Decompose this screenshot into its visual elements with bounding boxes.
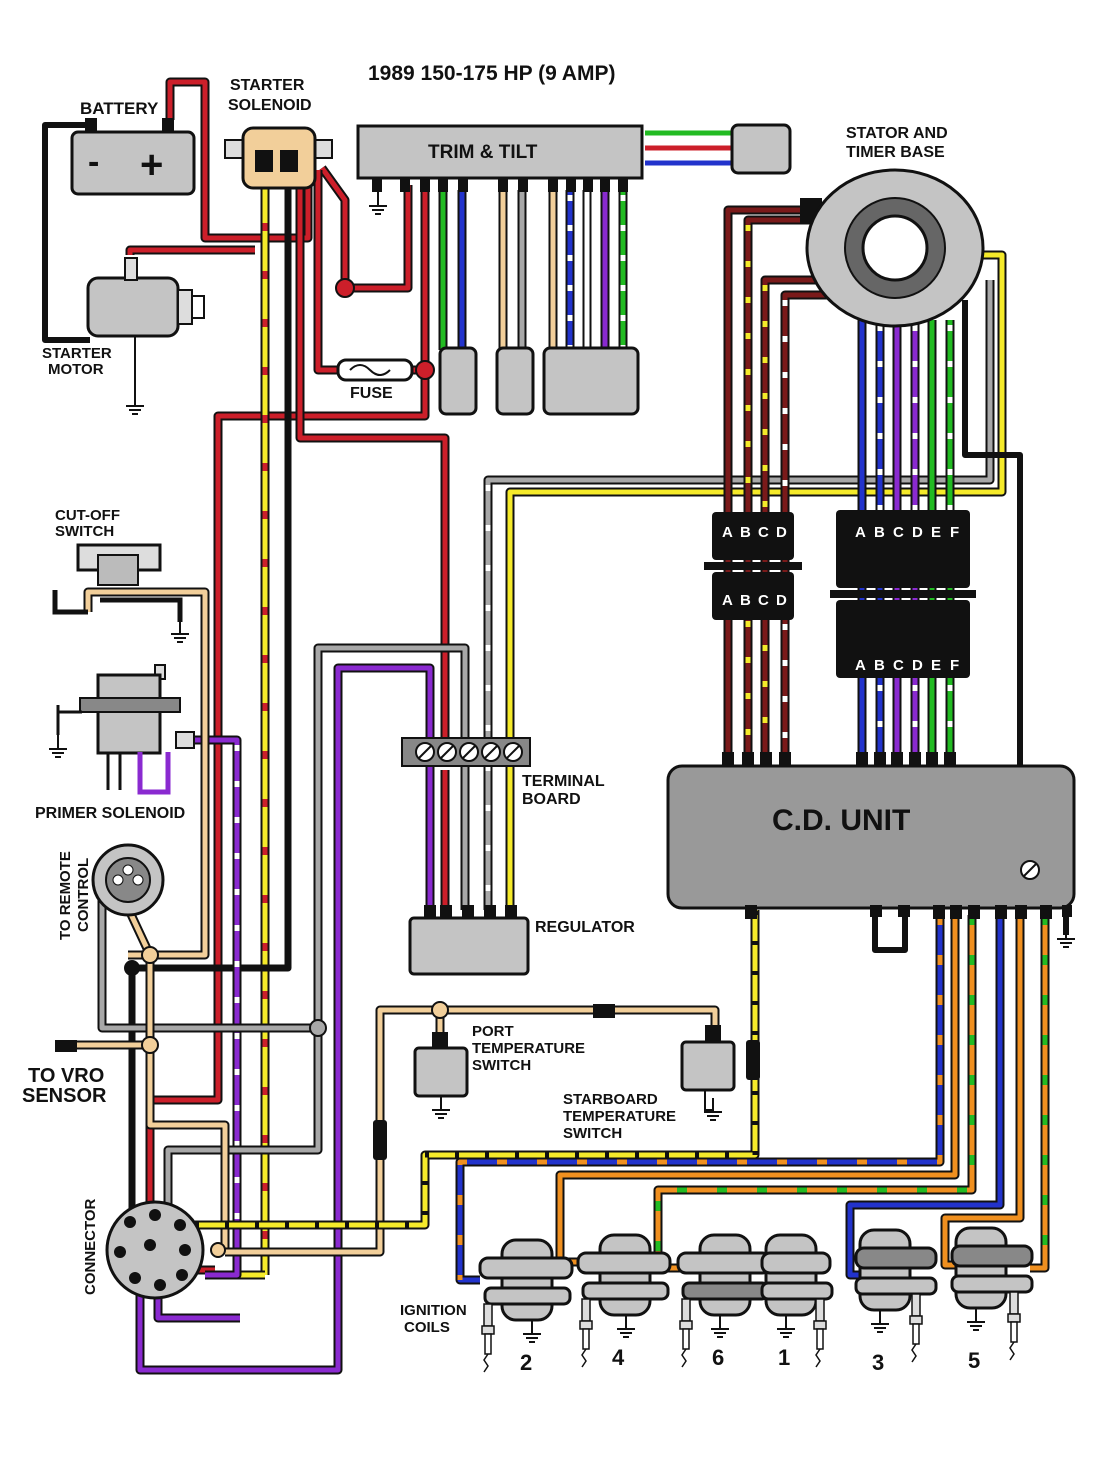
starter-motor: STARTER MOTOR: [42, 257, 205, 415]
wire-battery-ground: [42, 122, 90, 343]
port-temp-switch: PORT TEMPERATURE SWITCH: [413, 1023, 585, 1119]
starter-solenoid: STARTER SOLENOID: [224, 77, 333, 190]
wire-battery-positive: [125, 77, 313, 255]
ignition-label-1: IGNITION: [400, 1302, 467, 1319]
battery-label: BATTERY: [80, 99, 159, 118]
primer-solenoid: PRIMER SOLENOID: [35, 664, 195, 822]
port-label-2: TEMPERATURE: [472, 1040, 585, 1057]
ignition-coils: IGNITION COILS 2 4 6: [400, 1226, 1034, 1375]
wire-black-main: [128, 170, 292, 1250]
coil-6-number: 6: [712, 1345, 724, 1370]
coil-5: 5: [950, 1226, 1034, 1373]
coil-2: 2: [478, 1238, 574, 1375]
pin-a-top: A: [722, 524, 733, 541]
coil-5-number: 5: [968, 1348, 980, 1373]
coil-4-number: 4: [612, 1345, 625, 1370]
wire-stator-black: [962, 300, 1023, 865]
stator-label-1: STATOR AND: [846, 125, 948, 142]
pin-b6-bottom: B: [874, 657, 885, 674]
starboard-temp-switch: STARBOARD TEMPERATURE SWITCH: [373, 1004, 760, 1160]
coil-4: 4: [576, 1233, 672, 1370]
pin-e6-bottom: E: [931, 657, 941, 674]
pin-d-top: D: [776, 524, 787, 541]
primer-label: PRIMER SOLENOID: [35, 805, 185, 822]
cutoff-label-1: CUT-OFF: [55, 507, 120, 524]
coil-3-number: 3: [872, 1350, 884, 1375]
pin-d6-bottom: D: [912, 657, 923, 674]
cd-unit-label: C.D. UNIT: [772, 804, 910, 837]
pin-a6-top: A: [855, 524, 866, 541]
pin-c6-top: C: [893, 524, 904, 541]
terminal-label-1: TERMINAL: [522, 773, 605, 790]
cd-unit: C.D. UNIT: [666, 752, 1076, 948]
vro-label-2: SENSOR: [22, 1085, 107, 1107]
starter-motor-label-1: STARTER: [42, 345, 112, 362]
trim-tilt-unit: TRIM & TILT: [356, 123, 792, 416]
solenoid-label-1: STARTER: [230, 77, 305, 94]
pin-c-bottom: C: [758, 592, 769, 609]
remote-label-2: CONTROL: [75, 858, 92, 932]
pin-b6-top: B: [874, 524, 885, 541]
coil-1: 1: [760, 1233, 834, 1370]
connector-label: CONNECTOR: [82, 1198, 99, 1295]
main-connector: CONNECTOR: [82, 1198, 205, 1300]
pin-d-bottom: D: [776, 592, 787, 609]
diagram-title: 1989 150-175 HP (9 AMP): [368, 62, 615, 85]
pin-a6-bottom: A: [855, 657, 866, 674]
cutoff-label-2: SWITCH: [55, 523, 114, 540]
battery-plus-sign: +: [140, 143, 163, 187]
wire-solenoid-red: [145, 165, 450, 1275]
fuse: FUSE: [336, 358, 414, 402]
port-label-1: PORT: [472, 1023, 514, 1040]
pin-b-top: B: [740, 524, 751, 541]
trim-tilt-label: TRIM & TILT: [428, 142, 538, 163]
pin-f6-bottom: F: [950, 657, 959, 674]
pin-d6-top: D: [912, 524, 923, 541]
fuse-label: FUSE: [350, 385, 393, 402]
pin-e6-top: E: [931, 524, 941, 541]
vro-label-1: TO VRO: [28, 1065, 104, 1087]
stbd-label-1: STARBOARD: [563, 1091, 658, 1108]
wire-gray: [97, 280, 995, 1240]
stator-timer-base: STATOR AND TIMER BASE: [800, 125, 985, 328]
ignition-label-2: COILS: [404, 1319, 450, 1336]
coil-2-number: 2: [520, 1350, 532, 1375]
pin-f6-top: F: [950, 524, 959, 541]
pin-c6-bottom: C: [893, 657, 904, 674]
coil-1-number: 1: [778, 1345, 790, 1370]
remote-label-1: TO REMOTE: [57, 851, 74, 940]
coil-6: 6: [676, 1233, 772, 1370]
cutoff-switch: CUT-OFF SWITCH: [52, 507, 190, 643]
junctions: [124, 278, 449, 1258]
stator-label-2: TIMER BASE: [846, 144, 945, 161]
starter-motor-label-2: MOTOR: [48, 361, 104, 378]
terminal-label-2: BOARD: [522, 791, 581, 808]
connector-6pin: A B C D E F A B C D E F: [830, 510, 976, 678]
regulator-label: REGULATOR: [535, 919, 635, 936]
port-label-3: SWITCH: [472, 1057, 531, 1074]
battery: BATTERY - +: [70, 99, 196, 196]
connector-4pin: A B C D A B C D: [704, 512, 802, 620]
solenoid-label-2: SOLENOID: [228, 97, 312, 114]
stbd-label-2: TEMPERATURE: [563, 1108, 676, 1125]
coil-3: 3: [854, 1228, 938, 1375]
regulator: REGULATOR: [408, 905, 635, 976]
wire-trim-harness: [438, 130, 735, 350]
battery-minus-sign: -: [88, 143, 99, 181]
wire-yellow: [505, 250, 1007, 910]
pin-b-bottom: B: [740, 592, 751, 609]
wire-stator-brown: [723, 205, 830, 760]
remote-control-plug: TO REMOTE CONTROL: [57, 843, 165, 940]
pin-c-top: C: [758, 524, 769, 541]
stbd-label-3: SWITCH: [563, 1125, 622, 1142]
pin-a-bottom: A: [722, 592, 733, 609]
vro-sensor-plug: TO VRO SENSOR: [22, 1040, 107, 1107]
terminal-board: TERMINAL BOARD: [401, 737, 605, 808]
